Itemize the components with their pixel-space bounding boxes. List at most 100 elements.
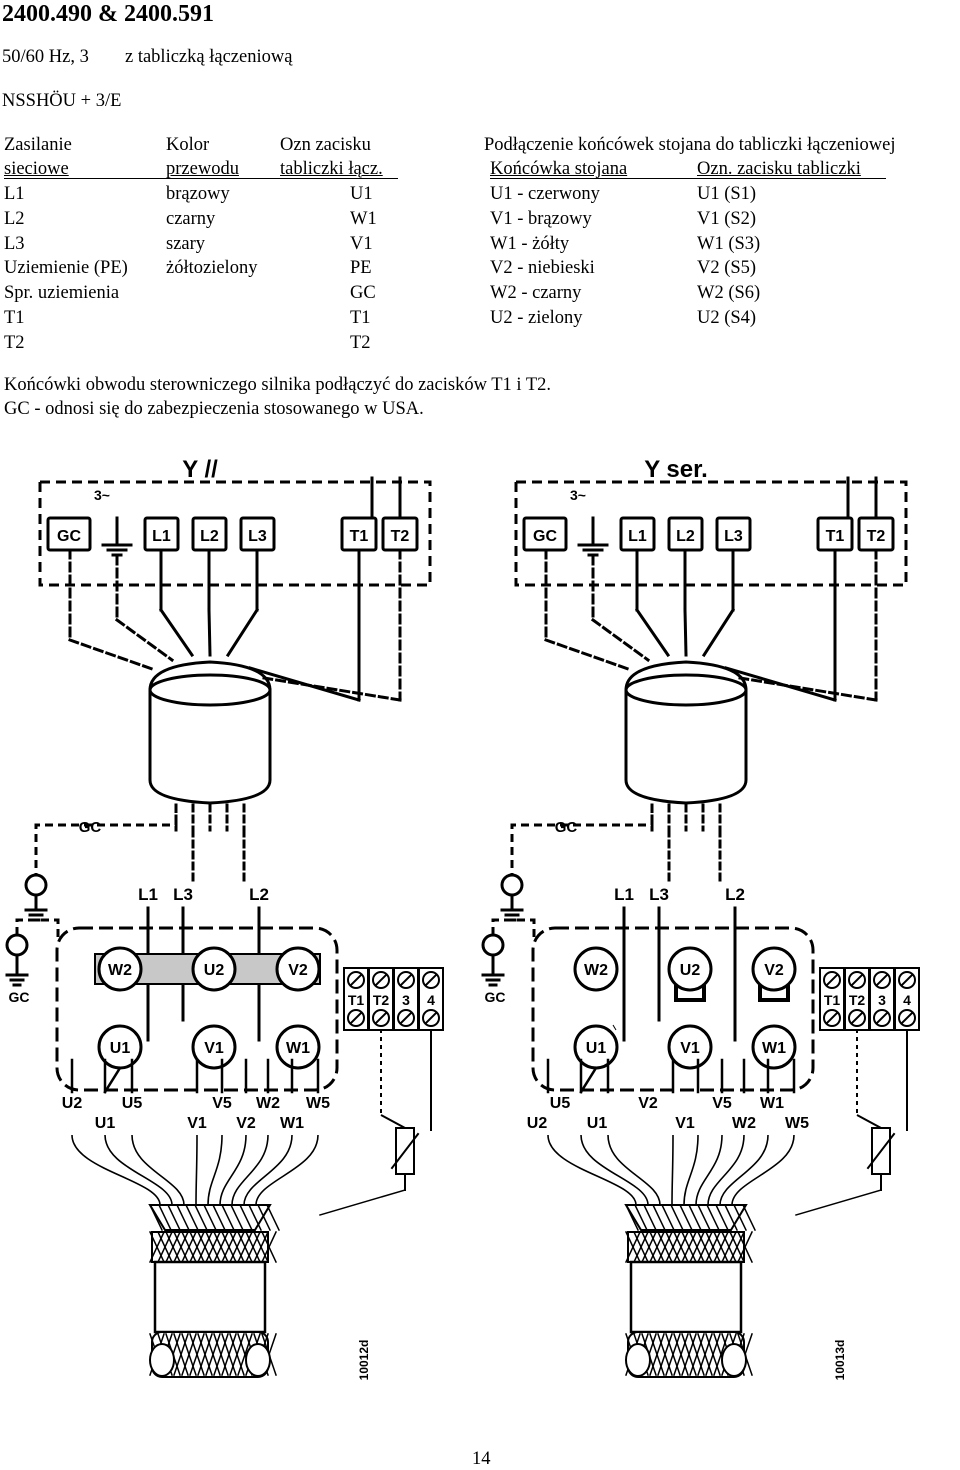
line-lead [158,607,195,658]
winding-lead [219,1134,247,1206]
phase-label: 3~ [94,487,110,503]
lead-label: U2 [527,1115,548,1132]
wire [729,1231,745,1263]
line-label: L1 [138,885,158,904]
pe-terminal-icon [481,933,505,957]
gc-lead [510,805,654,875]
strip-label: 3 [878,992,886,1008]
stud [751,1024,797,1070]
wire [253,1231,269,1263]
supply-terminal-cell: T2 [350,332,371,353]
wire [875,1011,889,1025]
stud [573,946,619,992]
control-lead [738,676,878,702]
wire [741,1203,757,1232]
wire [689,1333,705,1376]
supply-color-cell: żółtozielony [166,258,258,279]
stud [275,946,321,992]
supply-terminal-cell: W1 [350,208,377,229]
gc-ground-label: GC [9,989,30,1005]
phase-label: 3~ [570,487,586,503]
wire [633,1231,649,1263]
model-label: NSSHÖU + 3/E [2,91,122,111]
wire [229,1231,245,1263]
line-label: L2 [725,885,745,904]
winding-lead [255,1134,319,1206]
wire [649,1231,665,1263]
gc-lead [34,805,178,875]
lead-label: V5 [212,1095,232,1112]
stator-header-1: Końcówka stojana [490,159,628,179]
line-label: L1 [614,885,634,904]
line-lead [225,607,260,658]
supply-header-1: Zasilanie [4,135,72,155]
series-link [758,985,790,1002]
wire [349,1011,363,1025]
stator-lead-cell: U2 - zielony [490,308,583,328]
winding-lead [195,1134,198,1206]
stud-label: V2 [288,962,308,979]
wire [900,1011,914,1025]
wire [678,1203,694,1232]
stator-winding [148,1203,281,1378]
supply-line-cell: Uziemienie (PE) [4,258,128,279]
lead-label: U1 [95,1115,116,1132]
terminal-label: T1 [826,528,845,545]
wire [247,1203,263,1232]
stator-lead-cell: V2 - niebieski [490,258,595,279]
winding-lead [719,1134,769,1206]
terminal-box-dashed-outline [514,480,908,587]
winding-lead [695,1134,723,1206]
wire [399,973,413,987]
wire [229,1333,245,1376]
supply-terminal-cell: U1 [350,184,373,204]
strip-label: 3 [402,992,410,1008]
strip-label: T1 [348,992,365,1008]
wire [696,1203,712,1232]
wire [166,1203,182,1232]
wire [713,1333,729,1376]
gc-lead [68,638,157,672]
stud-label: U1 [586,1040,607,1057]
stud-label: V1 [680,1040,700,1057]
pe-terminal-icon [5,933,29,957]
line-lead [634,607,671,658]
pe-lead [590,617,651,663]
wire [633,1203,649,1232]
winding-lead [547,1134,637,1206]
winding-lead [707,1134,745,1206]
stator-winding [624,1203,757,1378]
wire [732,1203,748,1232]
wire [229,1203,245,1232]
wire [665,1231,681,1263]
gc-ground-label: GC [485,989,506,1005]
lead-label: U2 [62,1095,83,1112]
supply-color-cell: szary [166,233,206,254]
gc-terminal-icon [24,873,48,897]
gc-terminal-icon [500,873,524,897]
lead-label: W2 [256,1095,280,1112]
wire [673,1231,689,1263]
note-gc: GC - odnosi się do zabezpieczenia stosow… [4,399,424,419]
wire [669,1203,685,1232]
wire [157,1231,173,1263]
stator-lead-cell: W1 - żółty [490,233,570,254]
wire [175,1203,191,1232]
stator-terminal-cell: V1 (S2) [697,208,757,229]
wire [825,1011,839,1025]
wire [795,1189,882,1216]
wire [705,1203,721,1232]
winding-lead [671,1134,674,1206]
supply-line-cell: L1 [4,184,25,204]
page-number: 14 [472,1449,491,1469]
supply-terminal-cell: T1 [350,308,371,328]
wire [875,973,889,987]
wire [660,1203,676,1232]
wire [681,1333,697,1376]
wire [374,973,388,987]
wire [261,1231,277,1263]
line-label: L2 [249,885,269,904]
supply-line-cell: T2 [4,332,25,353]
supply-line-cell: L2 [4,208,25,229]
terminal-box-dashed-outline [38,480,432,587]
